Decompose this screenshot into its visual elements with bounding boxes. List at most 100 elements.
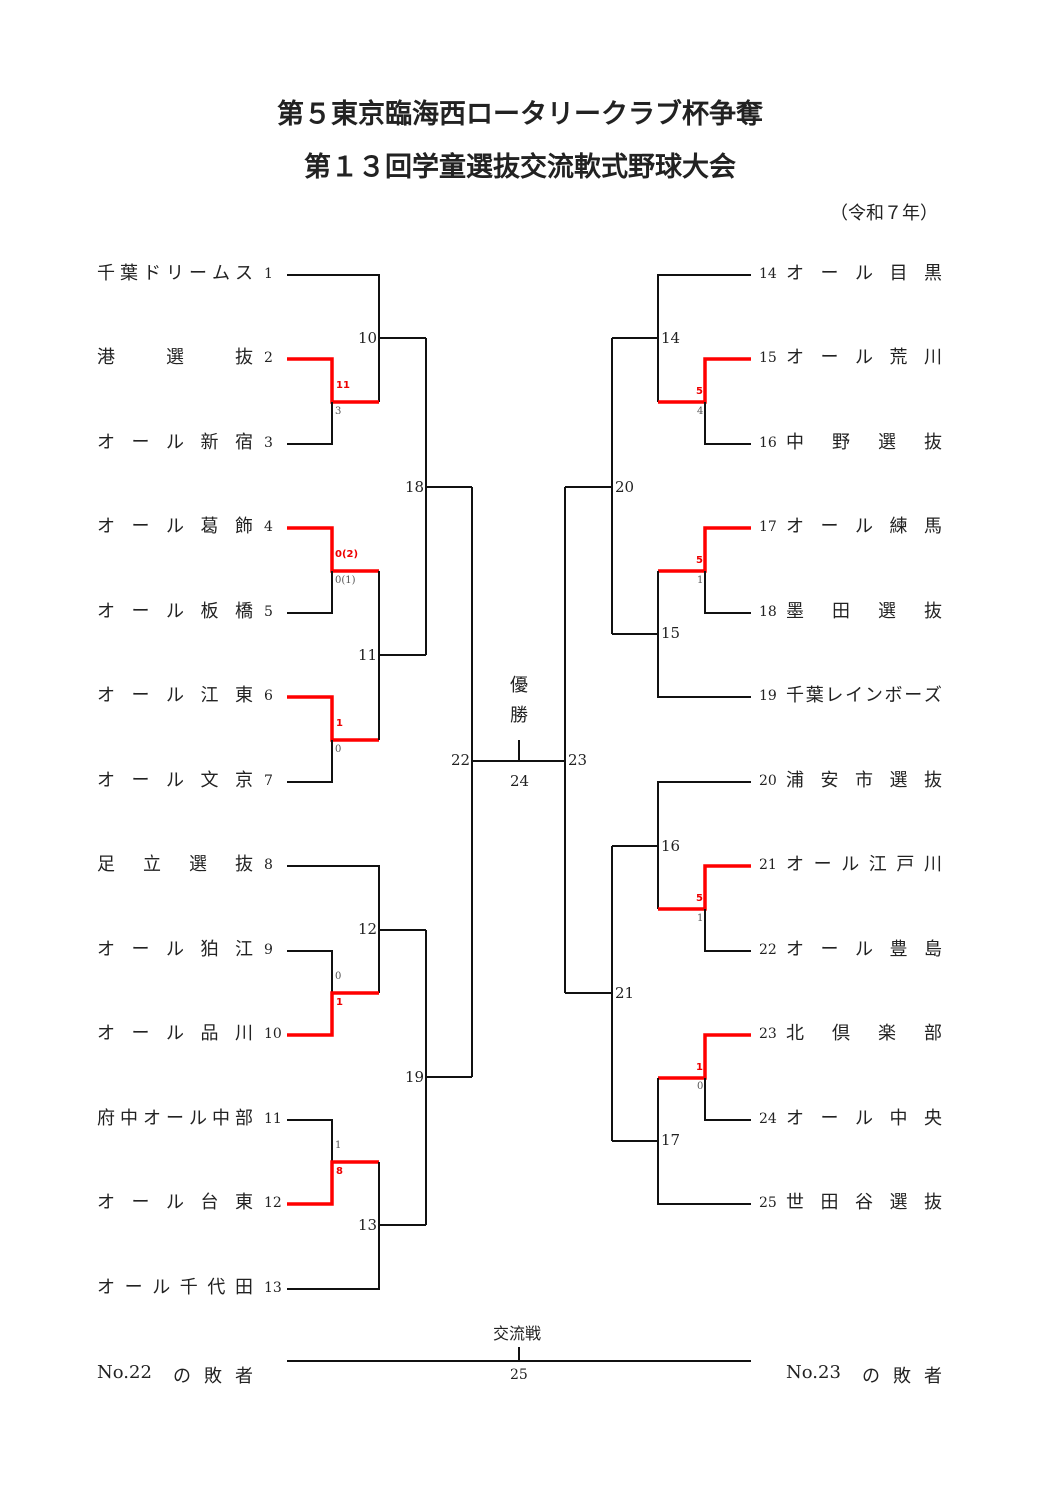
char: オ bbox=[97, 770, 115, 791]
team-name: 世田谷選抜 bbox=[786, 1191, 942, 1215]
char: 中 bbox=[120, 1108, 138, 1129]
char: ン bbox=[864, 685, 883, 706]
team-number: 11 bbox=[264, 1111, 282, 1127]
char: オ bbox=[97, 516, 115, 537]
char: 選 bbox=[878, 601, 896, 622]
winner-score: 1 bbox=[336, 997, 343, 1008]
char: 東 bbox=[235, 1192, 253, 1213]
char: オ bbox=[97, 1023, 115, 1044]
char: オ bbox=[786, 939, 804, 960]
team-number: 2 bbox=[264, 350, 273, 366]
char: 楽 bbox=[878, 1023, 896, 1044]
loser-score: 0(1) bbox=[335, 575, 356, 586]
team-name: オール葛飾 bbox=[97, 515, 253, 539]
char: ー bbox=[166, 1108, 184, 1129]
team-name: オール新宿 bbox=[97, 431, 253, 455]
team-name: オール中央 bbox=[786, 1107, 942, 1131]
char: 部 bbox=[235, 1108, 253, 1129]
char: 川 bbox=[235, 1023, 253, 1044]
team-name: 府中オール中部 bbox=[97, 1107, 253, 1131]
winner-score: 11 bbox=[336, 380, 350, 391]
char: 馬 bbox=[924, 516, 942, 537]
char: 田 bbox=[820, 1192, 839, 1213]
team-name: オール文京 bbox=[97, 769, 253, 793]
char: 江 bbox=[235, 939, 253, 960]
char: ー bbox=[131, 601, 150, 622]
loser-score: 4 bbox=[697, 406, 704, 417]
char: ス bbox=[235, 263, 253, 284]
char: ー bbox=[820, 939, 839, 960]
char: ー bbox=[813, 854, 832, 875]
team-name: 中野選抜 bbox=[786, 431, 942, 455]
winner-score: 5 bbox=[696, 893, 703, 904]
char: 宿 bbox=[235, 432, 253, 453]
char: 千 bbox=[786, 685, 804, 706]
char: 選 bbox=[889, 1192, 908, 1213]
char: ー bbox=[820, 347, 839, 368]
team-name: オール荒川 bbox=[786, 346, 942, 370]
team-number: 13 bbox=[264, 1280, 282, 1296]
team-name: 千葉ドリームス bbox=[97, 262, 253, 286]
char: 谷 bbox=[855, 1192, 873, 1213]
char: 台 bbox=[200, 1192, 219, 1213]
char: 港 bbox=[97, 347, 115, 368]
char: オ bbox=[97, 939, 115, 960]
char: ル bbox=[189, 1108, 207, 1129]
match-number: 11 bbox=[358, 646, 378, 664]
bottom-right-rest: の敗者 bbox=[862, 1362, 942, 1388]
char: オ bbox=[786, 263, 804, 284]
char: ー bbox=[131, 1192, 150, 1213]
char: 橋 bbox=[235, 601, 253, 622]
team-name: オール江戸川 bbox=[786, 853, 942, 877]
team-name: 港選抜 bbox=[97, 346, 253, 370]
match-number: 25 bbox=[510, 1367, 528, 1383]
char: 文 bbox=[200, 770, 219, 791]
char: オ bbox=[97, 1277, 115, 1298]
char: 野 bbox=[832, 432, 850, 453]
char: ル bbox=[166, 939, 184, 960]
char: リ bbox=[166, 263, 184, 284]
char: 中 bbox=[786, 432, 804, 453]
char: 狛 bbox=[200, 939, 219, 960]
char: 選 bbox=[189, 854, 207, 875]
bottom-left-prefix: No.22 bbox=[97, 1362, 152, 1383]
char: 抜 bbox=[924, 770, 942, 791]
char: 島 bbox=[924, 939, 942, 960]
char: 葉 bbox=[805, 685, 824, 706]
char: オ bbox=[786, 516, 804, 537]
team-number: 7 bbox=[264, 773, 273, 789]
team-number: 19 bbox=[759, 688, 777, 704]
team-number: 25 bbox=[759, 1195, 777, 1211]
char: ル bbox=[855, 263, 873, 284]
team-number: 17 bbox=[759, 519, 777, 535]
team-name: オール目黒 bbox=[786, 262, 942, 286]
char: イ bbox=[845, 685, 864, 706]
champion-label-2: 勝 bbox=[510, 705, 528, 726]
exchange-match-label: 交流戦 bbox=[493, 1324, 542, 1343]
char: 飾 bbox=[235, 516, 253, 537]
char: 目 bbox=[889, 263, 908, 284]
team-name: オール練馬 bbox=[786, 515, 942, 539]
char: 京 bbox=[235, 770, 253, 791]
char: ー bbox=[189, 263, 207, 284]
char: 練 bbox=[889, 516, 908, 537]
match-number: 10 bbox=[358, 329, 378, 347]
char: 選 bbox=[166, 347, 184, 368]
char: 安 bbox=[820, 770, 839, 791]
loser-score: 0 bbox=[697, 1081, 704, 1092]
char: ル bbox=[855, 1108, 873, 1129]
char: ル bbox=[166, 770, 184, 791]
char: オ bbox=[97, 1192, 115, 1213]
char: 府 bbox=[97, 1108, 115, 1129]
char: 荒 bbox=[889, 347, 908, 368]
team-name: オール千代田 bbox=[97, 1276, 253, 1300]
char: ル bbox=[166, 1192, 184, 1213]
team-number: 12 bbox=[264, 1195, 282, 1211]
champion-label-1: 優 bbox=[510, 675, 528, 696]
team-name: 浦安市選抜 bbox=[786, 769, 942, 793]
team-name: 千葉レインボーズ bbox=[786, 684, 942, 708]
char: ド bbox=[143, 263, 161, 284]
bottom-right-label: No.23 の敗者 bbox=[786, 1362, 942, 1388]
char: ル bbox=[166, 1023, 184, 1044]
loser-score: 3 bbox=[335, 406, 342, 417]
